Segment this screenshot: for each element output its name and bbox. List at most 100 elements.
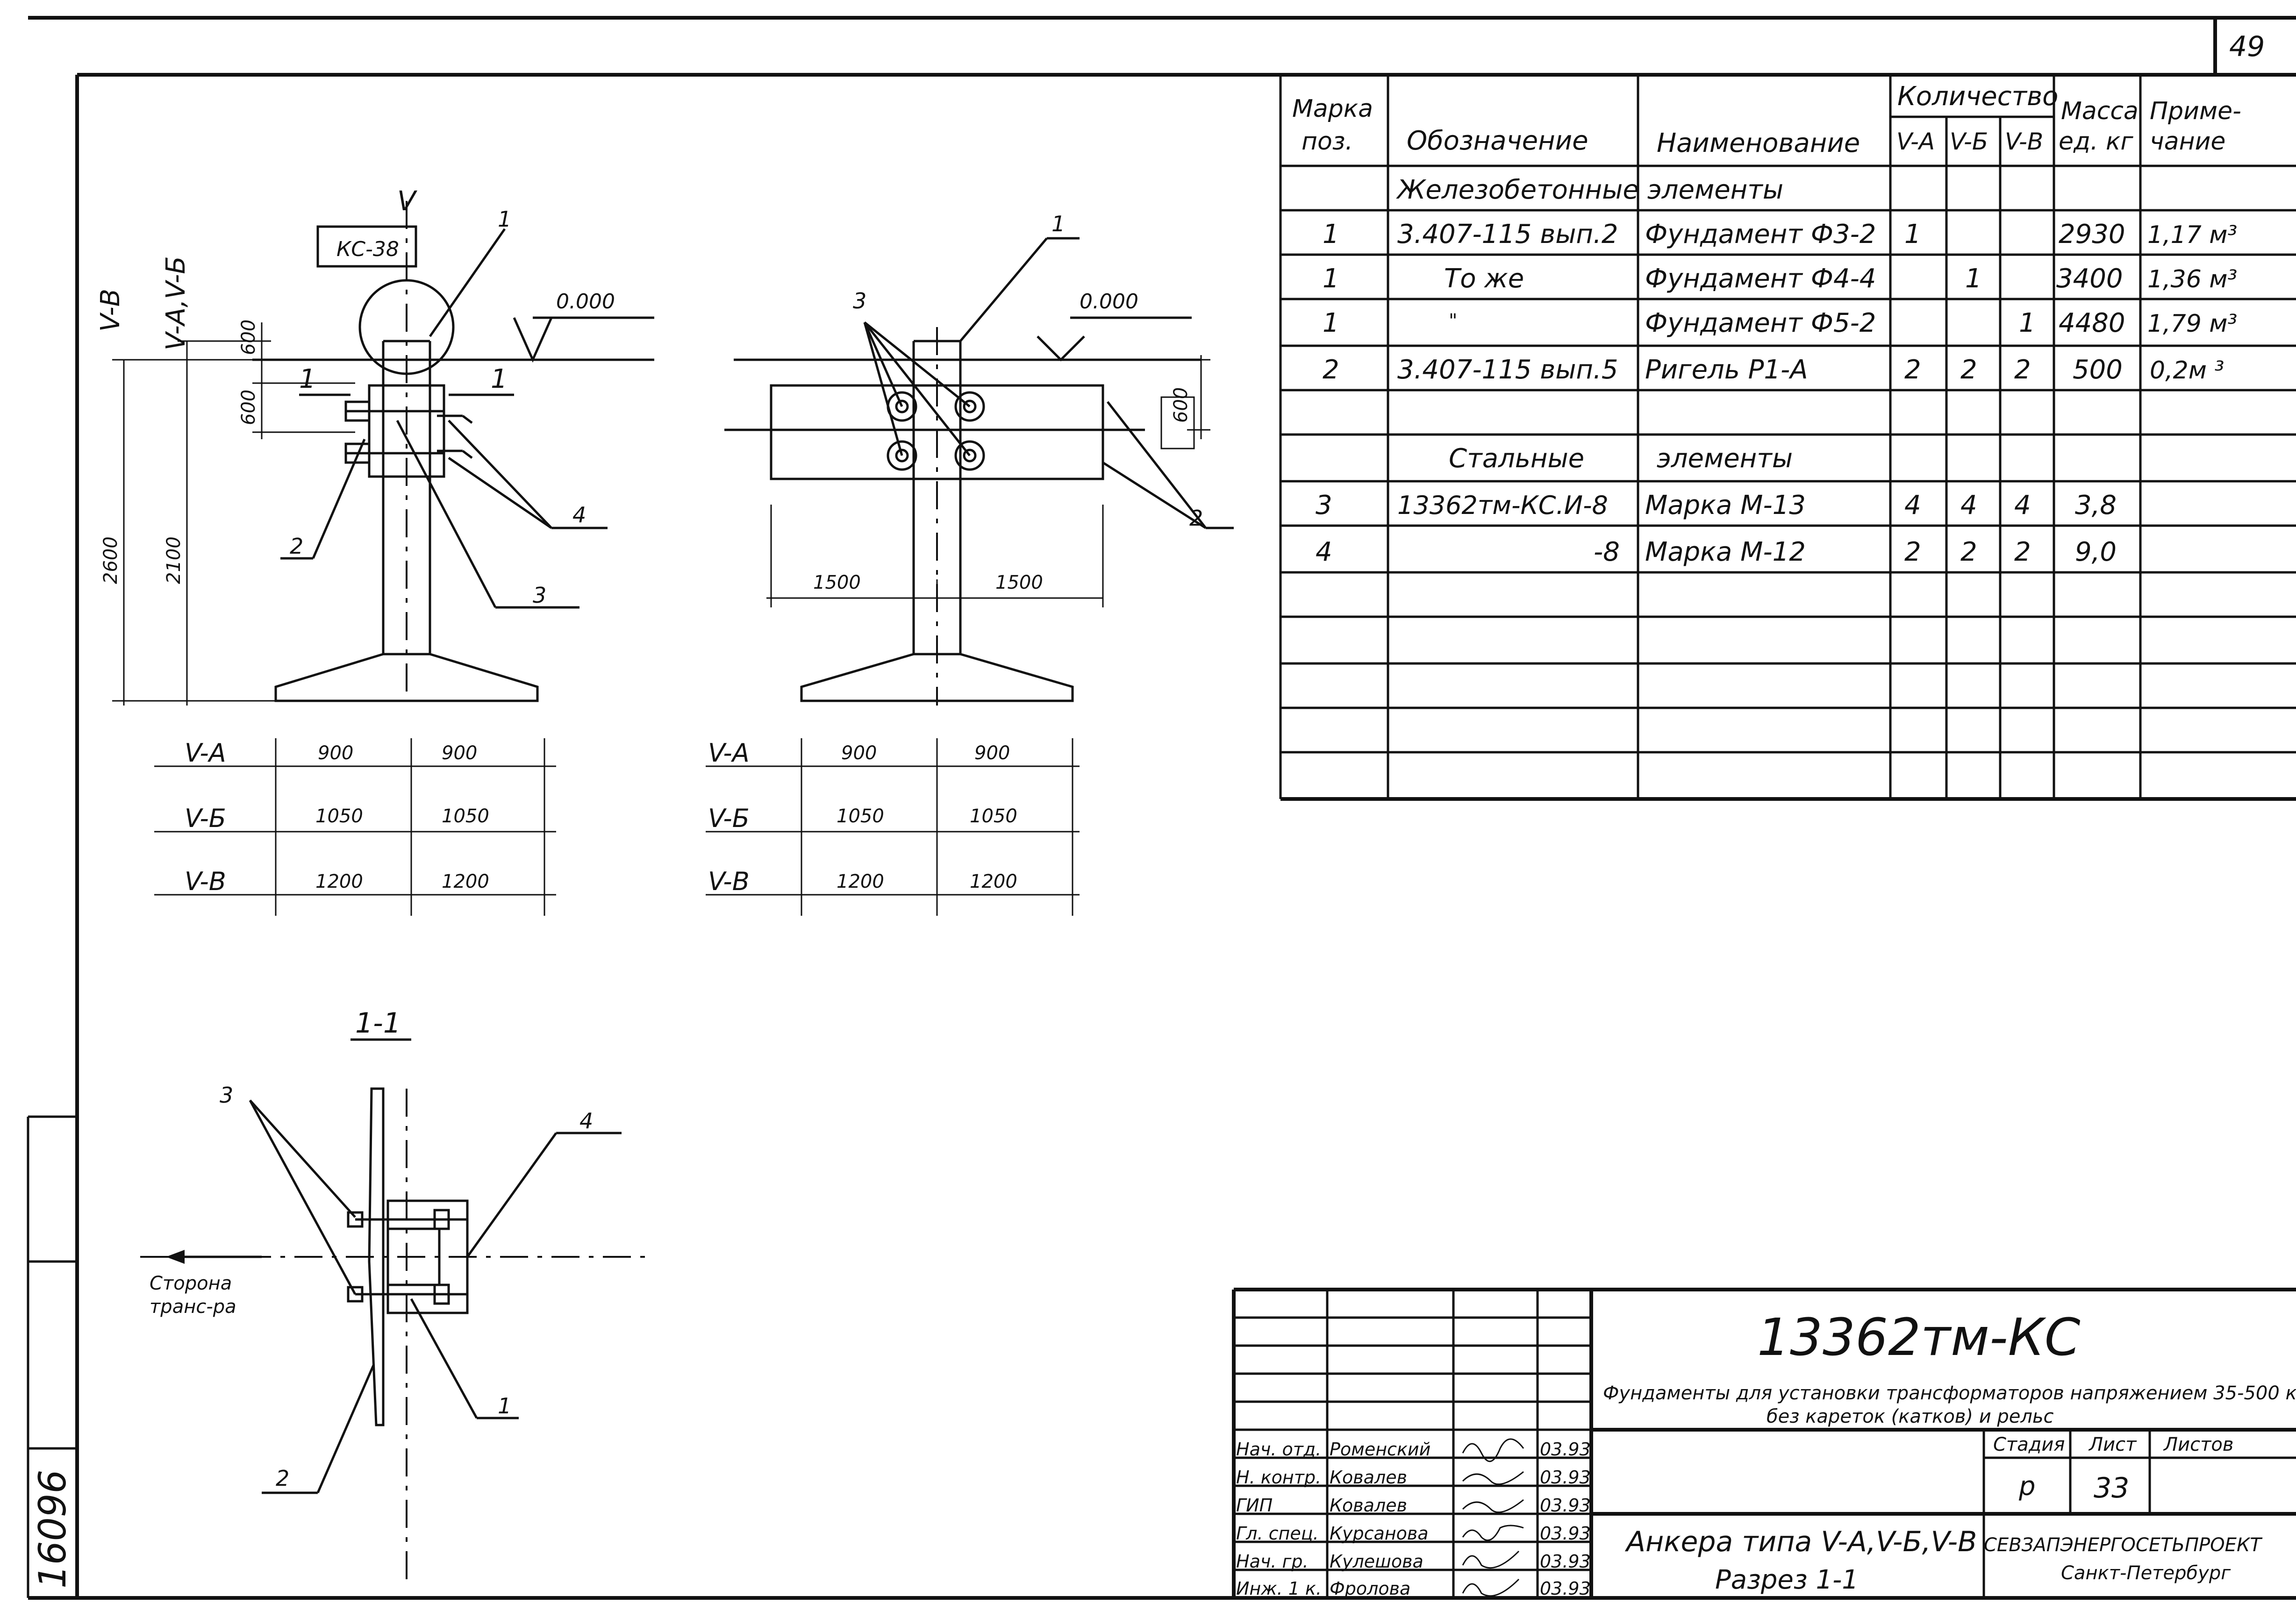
signer-name: Ковалев: [1330, 1467, 1407, 1488]
dim-1500-left: 1500: [813, 572, 861, 593]
row-name: Марка М-13: [1645, 490, 1806, 520]
row-qty-a: 4: [1904, 490, 1921, 520]
dim-table-left: [154, 738, 556, 916]
archive-number: 16096: [31, 1470, 74, 1589]
sheet-number: 49: [2229, 30, 2265, 63]
side-label-2: транс-ра: [150, 1296, 236, 1318]
sheet-value: 33: [2094, 1472, 2129, 1504]
dim-row-value: 1200: [837, 871, 884, 892]
row-designation: ": [1449, 310, 1457, 332]
leader-1-front: 1: [1051, 211, 1065, 236]
row-qty-a: 2: [1904, 537, 1921, 567]
row-mass: 500: [2073, 355, 2123, 385]
anchor-bolts: [863, 321, 985, 471]
row-designation: Железобетонные: [1396, 175, 1639, 205]
bolt-icon: [954, 440, 985, 471]
dim-row-value: 1200: [970, 871, 1017, 892]
section-title: 1-1: [355, 1007, 401, 1040]
leader-3-section: 3: [220, 1083, 233, 1108]
dim-row-value: 1050: [315, 806, 363, 827]
side-view: [252, 201, 654, 702]
sheets-label: Листов: [2163, 1434, 2233, 1455]
row-qty-c: 2: [2014, 355, 2031, 385]
signer-role: Инж. 1 к.: [1236, 1578, 1322, 1599]
hdr-designation: Обозначение: [1407, 126, 1588, 156]
concrete-hatch: [386, 1227, 441, 1286]
row-note: 1,17 м³: [2147, 221, 2237, 249]
leader-3-front: 3: [853, 288, 866, 314]
signer-role: ГИП: [1236, 1495, 1273, 1516]
signer-date: 03.93: [1540, 1523, 1591, 1544]
dim-600-front-frame: [1160, 396, 1195, 449]
dim-table-mid: [706, 738, 1080, 916]
row-mark: 4: [1316, 537, 1332, 567]
signature-marks: [1462, 1438, 1524, 1597]
row-note: 1,36 м³: [2147, 265, 2237, 293]
doc-description-2: без кареток (катков) и рельс: [1767, 1406, 2054, 1427]
signer-role: Нач. отд.: [1236, 1439, 1321, 1460]
row-mark: 1: [1323, 264, 1339, 294]
hdr-mark-1: Марка: [1292, 95, 1373, 123]
elevation-front: 0.000: [1080, 290, 1138, 314]
front-dimensions: [766, 355, 1210, 607]
variant-label-ab: V-А,V-Б: [161, 256, 191, 350]
dim-2100: 2100: [163, 536, 185, 584]
row-note: 0,2м ³: [2150, 356, 2224, 385]
row-name: элементы: [1657, 443, 1793, 474]
arrow-head-icon: [166, 1250, 185, 1264]
row-name: Фундамент Ф4-4: [1645, 264, 1876, 294]
signer-name: Курсанова: [1330, 1523, 1429, 1544]
spec-table-grid: [1279, 75, 2296, 801]
leader-2-front: 2: [1189, 506, 1203, 531]
signer-role: Нач. гр.: [1236, 1551, 1309, 1572]
hdr-mass-1: Масса: [2061, 97, 2139, 125]
signer-role: Н. контр.: [1236, 1467, 1321, 1488]
sheet-label: Лист: [2088, 1434, 2137, 1455]
signer-date: 03.93: [1540, 1578, 1591, 1599]
row-mass: 3,8: [2075, 490, 2117, 520]
dim-600-top: 600: [238, 320, 259, 355]
hdr-mark-2: поз.: [1302, 128, 1353, 156]
row-designation: Стальные: [1449, 443, 1584, 474]
dim-1500-right: 1500: [995, 572, 1043, 593]
doc-description-1: Фундаменты для установки трансформаторов…: [1603, 1383, 2296, 1404]
leader-1: 1: [498, 207, 511, 232]
dim-600-front: 600: [1170, 387, 1192, 423]
dim-row-value: 900: [974, 742, 1010, 764]
hdr-qty-b: V-Б: [1950, 128, 1988, 155]
signer-name: Фролова: [1330, 1578, 1410, 1599]
front-view: [724, 327, 1201, 706]
rigel-plate: [368, 384, 445, 478]
section-view: [140, 1087, 650, 1584]
dim-row-label: V-Б: [708, 804, 750, 833]
dim-row-value: 1200: [442, 871, 489, 892]
signer-date: 03.93: [1540, 1551, 1591, 1572]
row-mark: 1: [1323, 308, 1339, 338]
row-designation: 13362тм-КС.И-8: [1397, 491, 1608, 520]
hdr-qty: Количество: [1897, 81, 2058, 112]
row-name: Марка М-12: [1645, 537, 1806, 567]
title-block-grid: [1232, 1288, 2296, 1598]
row-qty-c: 4: [2014, 490, 2031, 520]
row-mass: 3400: [2056, 264, 2123, 294]
dim-row-value: 900: [318, 742, 353, 764]
vertical-dimensions: [112, 322, 355, 706]
hdr-mass-2: ед. кг: [2059, 128, 2133, 156]
row-name: Фундамент Ф5-2: [1645, 308, 1876, 338]
row-qty-c: 1: [2019, 308, 2036, 338]
bolt-icon: [954, 391, 985, 422]
dim-row-label: V-В: [185, 867, 226, 896]
variant-label-v: V-В: [95, 289, 126, 332]
dim-row-value: 1200: [315, 871, 363, 892]
row-mass: 9,0: [2075, 537, 2117, 567]
row-name: Фундамент Ф3-2: [1645, 219, 1876, 249]
dim-600-bottom: 600: [238, 390, 259, 425]
leader-4-section: 4: [579, 1108, 593, 1133]
row-note: 1,79 м³: [2147, 310, 2237, 338]
dim-2600: 2600: [100, 536, 122, 584]
row-mark: 1: [1323, 219, 1339, 249]
dim-row-value: 1050: [970, 806, 1017, 827]
row-mass: 2930: [2059, 219, 2125, 249]
section-mark-right: 1: [491, 364, 508, 394]
